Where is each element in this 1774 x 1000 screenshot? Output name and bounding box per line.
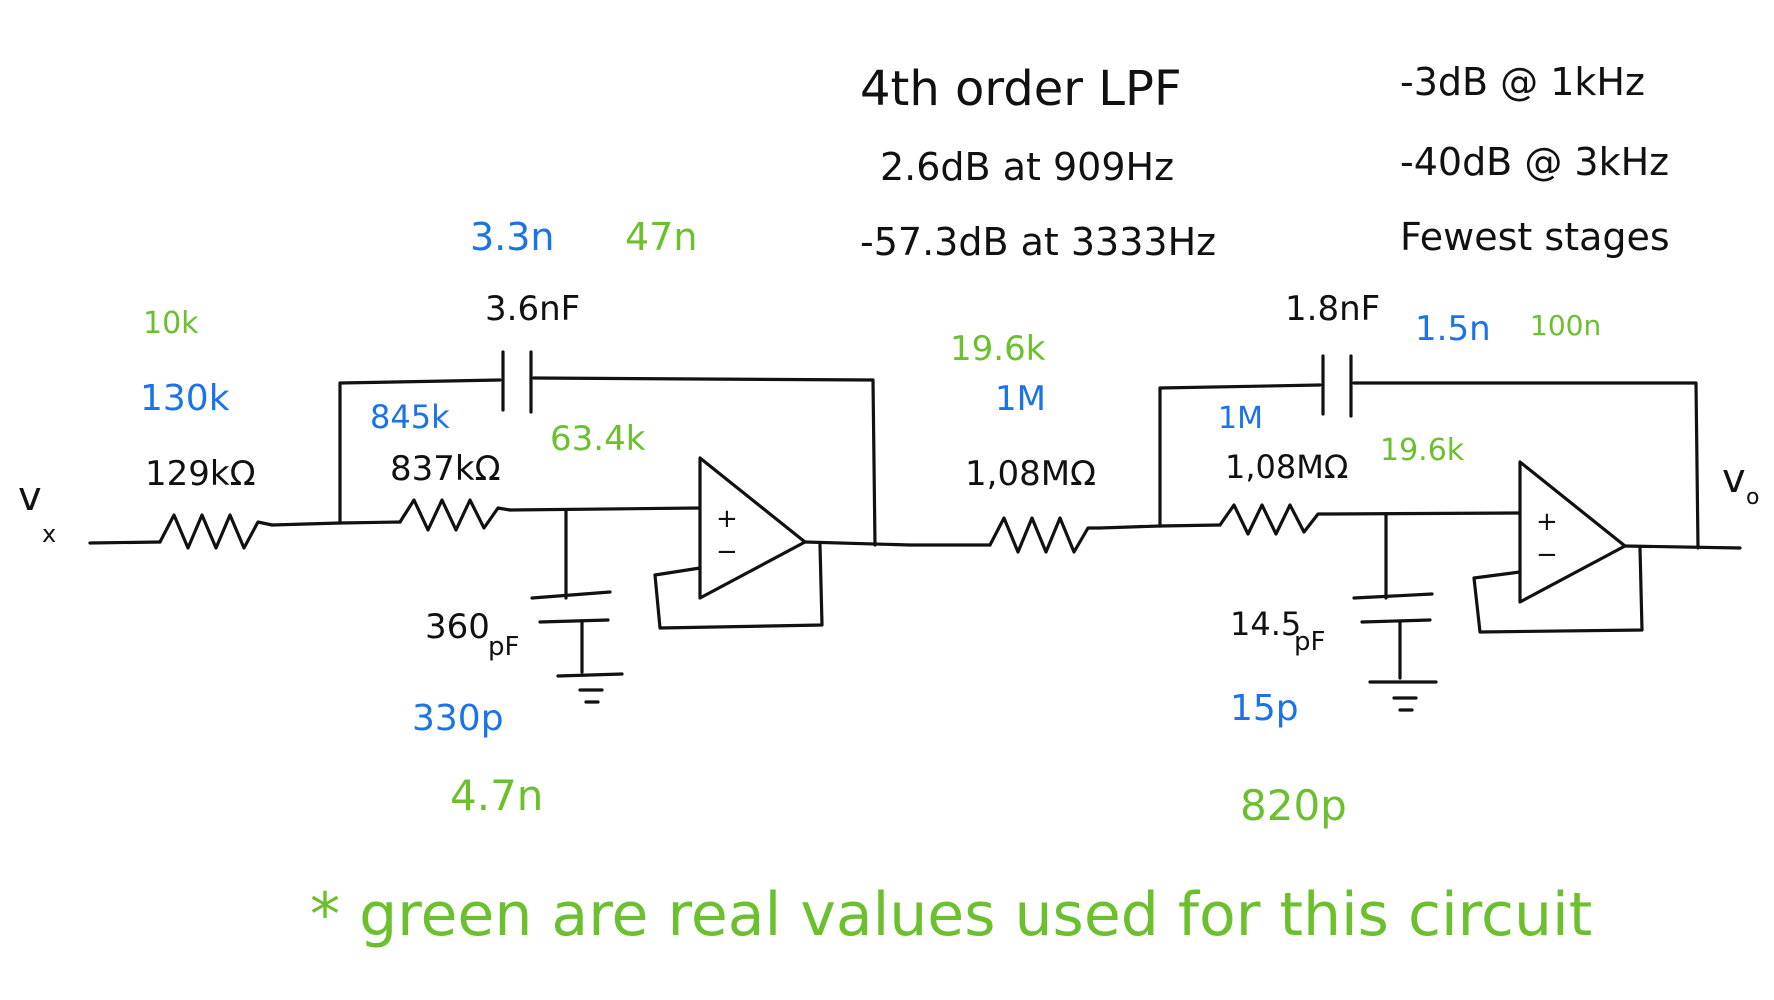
stage1-r-in-green: 10k [143, 306, 199, 341]
note-spec-stop: -40dB @ 3kHz [1400, 140, 1669, 184]
input-node-subscript: x [42, 520, 56, 548]
stage2-r-mid-calc: 1,08MΩ [1225, 448, 1348, 486]
output-node-subscript: o [1746, 485, 1759, 510]
stage1-opamp-symbol [698, 456, 807, 600]
stage1-r-mid-green: 63.4k [550, 419, 646, 459]
stage2-r-in-symbol [988, 516, 1102, 554]
stage1-opamp-minus: − [716, 537, 738, 567]
stage1-r-in-symbol [158, 513, 274, 550]
stage2-c-gnd-blue: 15p [1230, 688, 1299, 729]
stage2-r-in-calc: 1,08MΩ [965, 454, 1096, 494]
stage1-wiring [88, 350, 912, 704]
stage2-c-fb-blue: 1.5n [1415, 309, 1491, 349]
stage2-r-mid-blue: 1M [1218, 401, 1263, 436]
stage1-c-fb-green: 47n [625, 215, 697, 259]
stage2-ground-symbol [1368, 680, 1438, 712]
note-measured-stop: -57.3dB at 3333Hz [860, 220, 1216, 264]
stage2-c-fb-symbol [1321, 354, 1353, 418]
spec-notes: 4th order LPF -3dB @ 1kHz 2.6dB at 909Hz… [860, 60, 1670, 264]
stage2-opamp-symbol [1518, 460, 1627, 604]
footnote: * green are real values used for this ci… [310, 880, 1592, 950]
stage2-opamp-minus: − [1536, 540, 1558, 570]
stage1-r-mid-symbol [398, 498, 512, 532]
output-node-label: v [1722, 456, 1746, 502]
stage1-c-fb-blue: 3.3n [470, 215, 555, 259]
stage2-c-gnd-calc: 14.5 [1230, 605, 1301, 643]
note-spec-pass: -3dB @ 1kHz [1400, 60, 1645, 104]
stage2-r-mid-green: 19.6k [1380, 433, 1465, 468]
input-node-label: v [18, 474, 42, 520]
stage1-c-gnd-calc-unit: pF [488, 632, 519, 662]
stage2-c-gnd-symbol [1352, 592, 1434, 624]
stage1-c-gnd-calc: 360 [425, 607, 490, 647]
note-design-goal: Fewest stages [1400, 215, 1670, 259]
stage1-c-gnd-green: 4.7n [450, 771, 543, 820]
stage2-r-in-green: 19.6k [950, 329, 1046, 369]
stage1-r-in-calc: 129kΩ [145, 454, 256, 494]
stage2-c-gnd-green: 820p [1240, 781, 1347, 830]
stage1-r-mid-calc: 837kΩ [390, 449, 501, 489]
stage2-c-gnd-calc-unit: pF [1294, 627, 1325, 657]
note-title: 4th order LPF [860, 61, 1182, 117]
stage2-r-mid-symbol [1218, 503, 1332, 536]
stage2-wiring [908, 354, 1742, 712]
stage1-r-mid-blue: 845k [370, 398, 450, 436]
note-measured-pass: 2.6dB at 909Hz [880, 145, 1174, 189]
stage1-c-fb-calc: 3.6nF [485, 289, 580, 329]
stage1-c-gnd-blue: 330p [412, 698, 504, 739]
stage1-c-gnd-symbol [530, 590, 612, 624]
stage1-r-in-blue: 130k [140, 378, 230, 419]
stage2-c-fb-calc: 1.8nF [1285, 289, 1380, 329]
stage1-c-fb-symbol [501, 350, 533, 414]
stage1-ground-symbol [556, 672, 624, 704]
stage2-opamp-plus: + [1536, 507, 1558, 537]
stage2-c-fb-green: 100n [1530, 309, 1601, 342]
stage1-opamp-plus: + [716, 504, 738, 534]
stage2-r-in-blue: 1M [995, 379, 1046, 419]
